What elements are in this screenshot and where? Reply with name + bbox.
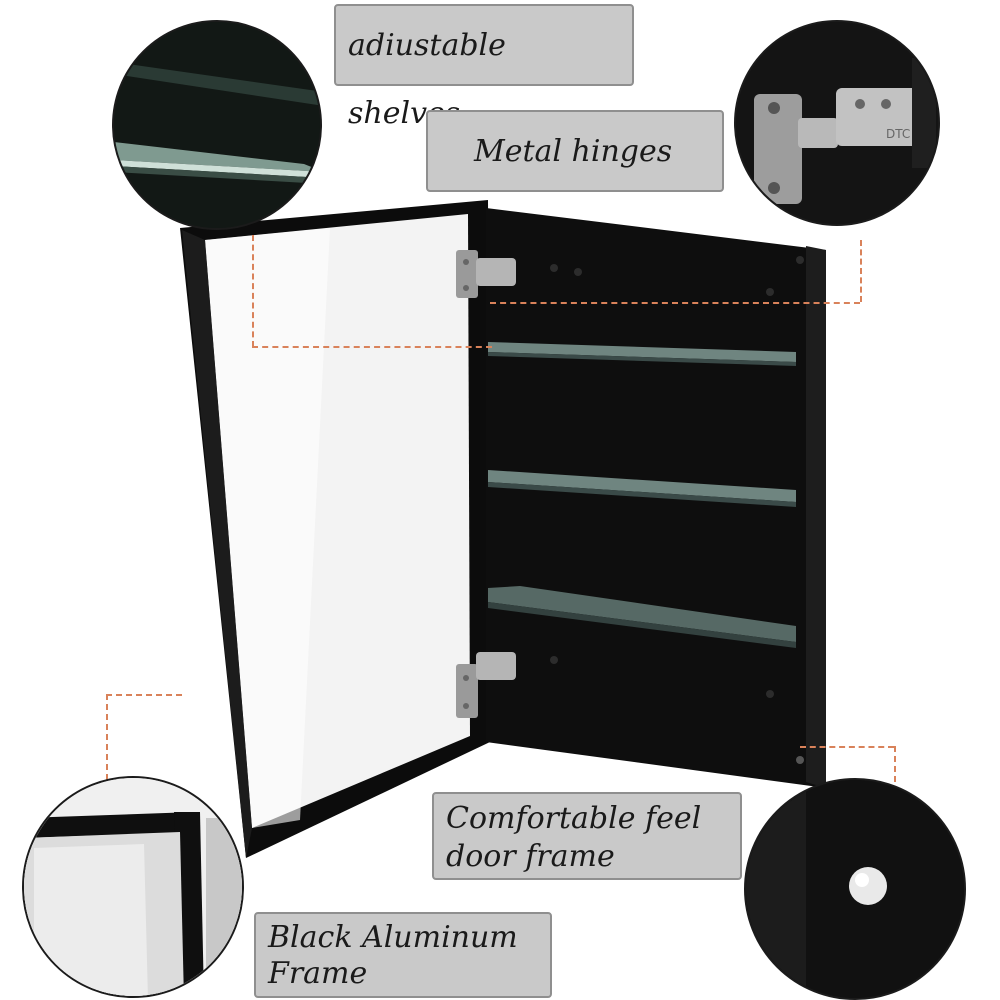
door-frame-text-line2: door frame — [446, 839, 615, 874]
frame-text-line1: Black Aluminum — [268, 920, 518, 955]
hinge-detail-circle: DTC — [734, 20, 940, 226]
label-door-frame: Comfortable feel door frame — [432, 792, 742, 880]
frame-detail-circle — [22, 776, 244, 998]
metal-hinges-text: Metal hinges — [474, 134, 673, 169]
door-frame-text-line1: Comfortable feel — [446, 801, 702, 836]
leader-line-door — [894, 746, 896, 782]
leader-line-shelves — [252, 346, 492, 348]
door-frame-detail-circle — [744, 778, 966, 1000]
leader-line-door — [800, 746, 894, 748]
glass-shelf — [488, 342, 796, 366]
label-black-aluminum-frame: Black Aluminum Frame — [254, 912, 552, 998]
glass-shelf — [488, 586, 796, 648]
glass-shelf — [488, 470, 796, 507]
hinge-brand-text: DTC — [886, 127, 910, 141]
leader-line-shelves — [252, 235, 254, 347]
label-adjustable-shelves: adiustable shelves — [334, 4, 634, 131]
leader-line-hinges — [490, 302, 860, 304]
label-metal-hinges: Metal hinges — [426, 110, 724, 192]
shelf-detail-circle — [112, 20, 322, 230]
hinge-bottom — [456, 652, 516, 718]
hinge-top — [456, 250, 516, 298]
leader-line-hinges — [860, 240, 862, 302]
leader-line-frame — [106, 694, 108, 780]
mirror-door — [180, 200, 490, 858]
cabinet-body — [486, 208, 826, 788]
frame-text-line2: Frame — [268, 956, 368, 991]
leader-line-frame — [106, 694, 182, 696]
